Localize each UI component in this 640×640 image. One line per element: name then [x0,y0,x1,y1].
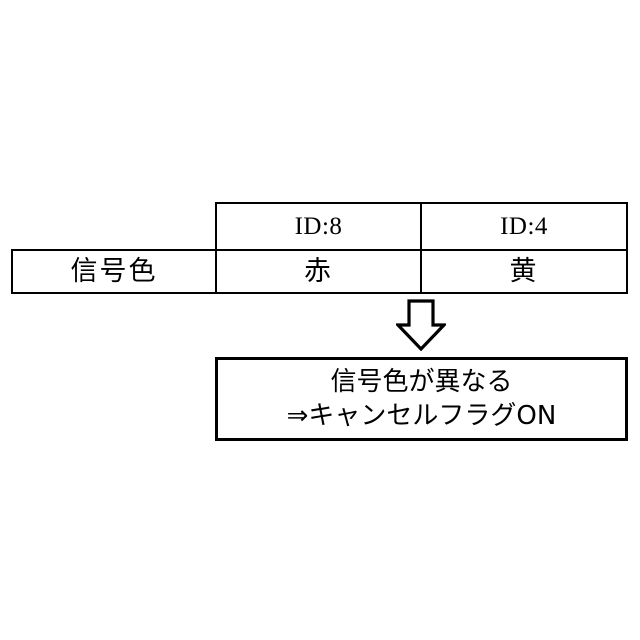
table-cell-id8-value: 赤 [215,249,422,294]
result-box: 信号色が異なる ⇒キャンセルフラグON [215,357,628,441]
down-block-arrow-icon [394,299,448,352]
table-header-id8: ID:8 [215,202,422,251]
table-header-id4: ID:4 [420,202,628,251]
result-line-2: ⇒キャンセルフラグON [286,401,557,431]
table-row-label-signal-color: 信号色 [11,249,217,294]
table-cell-id4-value: 黄 [420,249,628,294]
result-line-1: 信号色が異なる [330,366,513,397]
